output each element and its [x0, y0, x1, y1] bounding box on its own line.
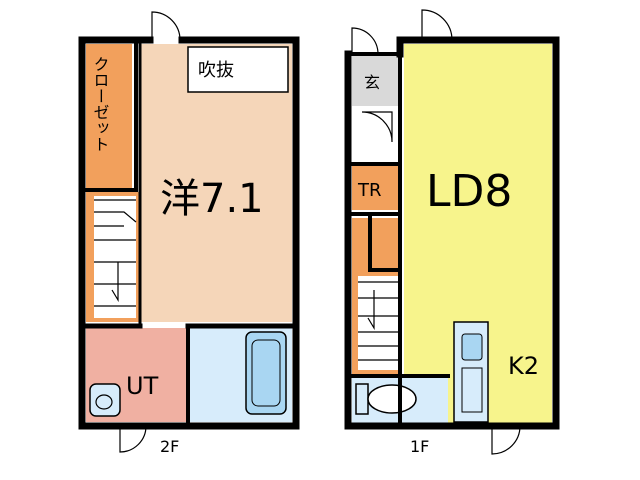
toilet-1f — [355, 383, 417, 415]
stair-inner-1f — [358, 276, 398, 370]
room-label-closet: クローゼット — [91, 56, 110, 152]
room-label-kitchen: K2 — [508, 352, 539, 380]
bathtub-inner — [251, 339, 281, 407]
floor-label-2f: 2F — [160, 437, 179, 456]
door-2f-top — [151, 11, 181, 41]
kitchen-stove — [461, 367, 483, 413]
door-1f-bottom — [491, 425, 521, 455]
room-label-utility: UT — [126, 372, 159, 400]
kitchen-sink — [461, 333, 483, 361]
sink-2f — [89, 383, 121, 417]
closet-fill — [86, 44, 132, 190]
room-label-tr: TR — [357, 180, 382, 201]
floor-label-1f: 1F — [410, 437, 429, 456]
room-label-western: 洋7.1 — [160, 176, 264, 222]
walls-1f — [344, 36, 560, 430]
room-label-entrance: 玄 — [364, 73, 380, 92]
entrance-fill — [352, 56, 398, 106]
room-label-void: 吹抜 — [198, 60, 234, 81]
stairs-1f — [358, 281, 398, 361]
floor-1f: LD8 K2 TR 玄 1F — [344, 9, 560, 456]
door-1f-hall — [361, 111, 393, 143]
floor-2f: 洋7.1 吹抜 クローゼット UT 2F — [78, 11, 300, 456]
stair-inner-2f — [94, 196, 136, 318]
room-label-ld: LD8 — [426, 166, 512, 217]
toilet-room-fill — [352, 166, 398, 210]
door-1f-top — [421, 9, 453, 41]
door-1f-top-left — [351, 27, 379, 55]
void-fill — [187, 46, 289, 93]
door-2f-bottom — [119, 425, 147, 453]
bathtub — [245, 331, 287, 415]
walls-2f — [78, 36, 300, 430]
stairs-2f — [94, 199, 137, 307]
